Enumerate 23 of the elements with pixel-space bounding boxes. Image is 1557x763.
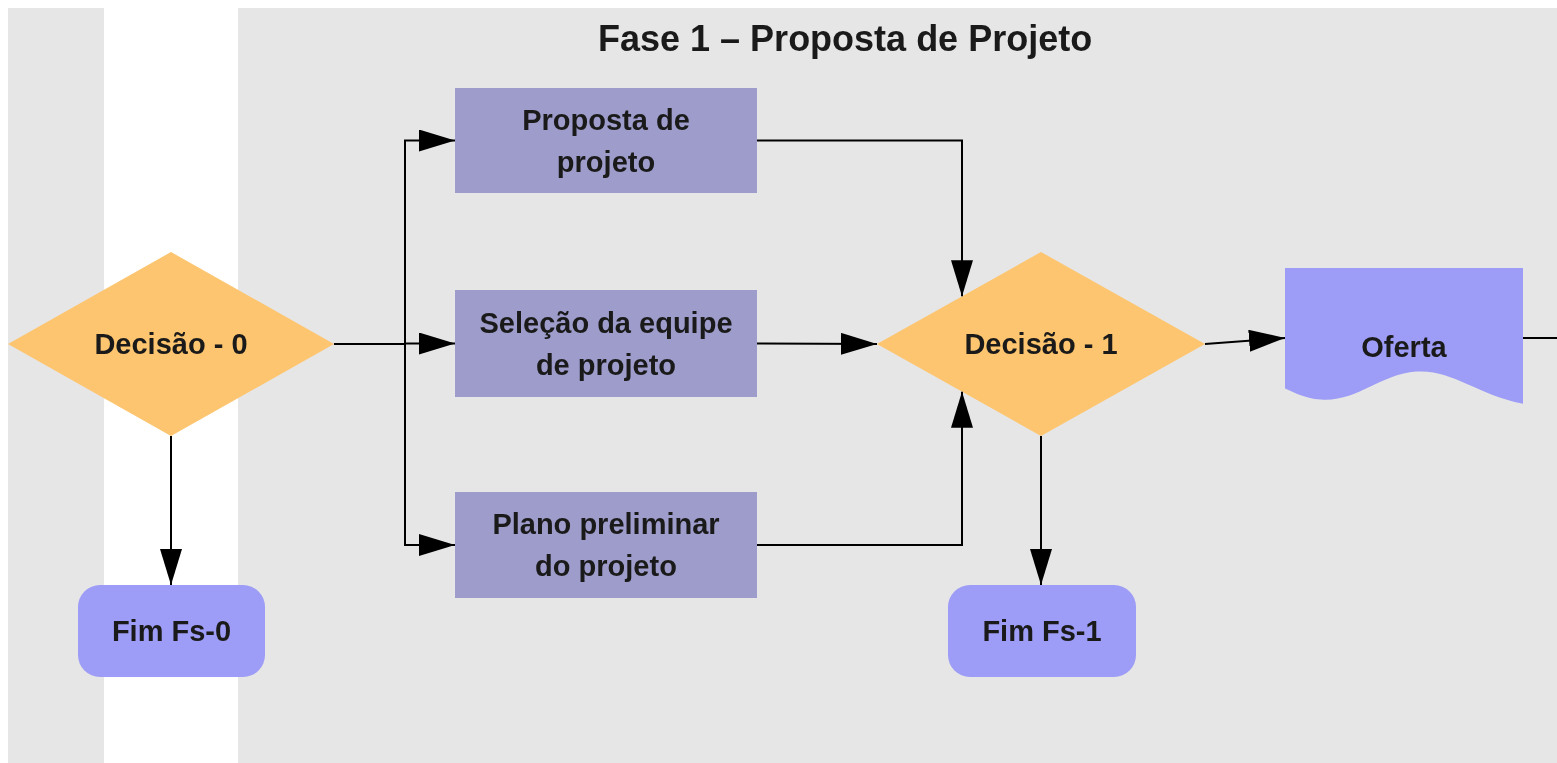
connector-arrow [1030,435,1052,586]
decision-diamond [8,252,334,436]
terminator-box [78,585,265,677]
connector-arrow [756,332,878,355]
node-label: Fim Fs-0 [110,614,233,649]
connector-arrow [333,343,456,556]
connector-arrow [756,139,973,298]
node-label: Oferta [1360,330,1448,365]
process-box [455,492,757,598]
terminator-box [948,585,1136,677]
node-label: Decisão - 0 [93,327,249,362]
node-label: Decisão - 1 [963,327,1119,362]
process-box [455,290,757,397]
phase-title: Fase 1 – Proposta de Projeto [598,17,1093,61]
node-label: Seleção da equipe de projeto [478,305,734,383]
connector-arrow [160,435,182,586]
node-label: Proposta de projeto [521,102,691,180]
node-label: Fim Fs-1 [981,614,1103,649]
process-box [455,88,757,193]
node-label: Plano preliminar do projeto [491,507,721,584]
connector-arrow [756,390,973,546]
connector-arrow [1204,329,1286,352]
decision-diamond [877,252,1205,436]
